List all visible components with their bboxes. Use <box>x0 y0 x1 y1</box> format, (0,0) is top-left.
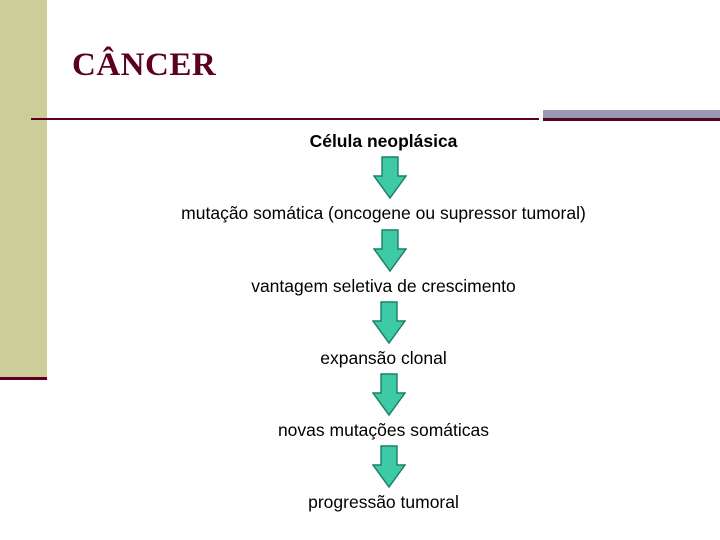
flow-step-label: expansão clonal <box>320 347 447 368</box>
left-band-divider <box>0 377 47 380</box>
flow-step-label: Célula neoplásica <box>309 131 458 151</box>
flow-step-4: expansão clonal <box>320 347 447 421</box>
flow-step-3: vantagem seletiva de crescimento <box>251 275 516 349</box>
flow-step-2: mutação somática (oncogene ou supressor … <box>181 203 586 276</box>
flow-step-1: Célula neoplásica <box>309 131 458 204</box>
flow-step-6: progressão tumoral <box>308 492 459 513</box>
down-arrow-icon <box>372 445 407 489</box>
down-arrow-icon <box>372 301 407 345</box>
page-title: CÂNCER <box>72 47 217 83</box>
down-arrow-icon <box>372 156 407 200</box>
flow-step-5: novas mutações somáticas <box>277 420 490 493</box>
flow-step-label: progressão tumoral <box>308 492 459 513</box>
flow-step-label: vantagem seletiva de crescimento <box>251 275 516 296</box>
left-band-lower-blank <box>0 380 47 540</box>
title-accent-block-underline <box>543 118 720 121</box>
down-arrow-icon <box>372 228 407 273</box>
flow-diagram: Célula neoplásica mutação somática (onco… <box>47 131 720 513</box>
flow-step-label: mutação somática (oncogene ou supressor … <box>181 203 586 224</box>
down-arrow-icon <box>372 373 407 417</box>
flow-step-label: novas mutações somáticas <box>277 420 490 440</box>
title-accent-block <box>543 110 720 121</box>
title-underline <box>31 118 539 120</box>
